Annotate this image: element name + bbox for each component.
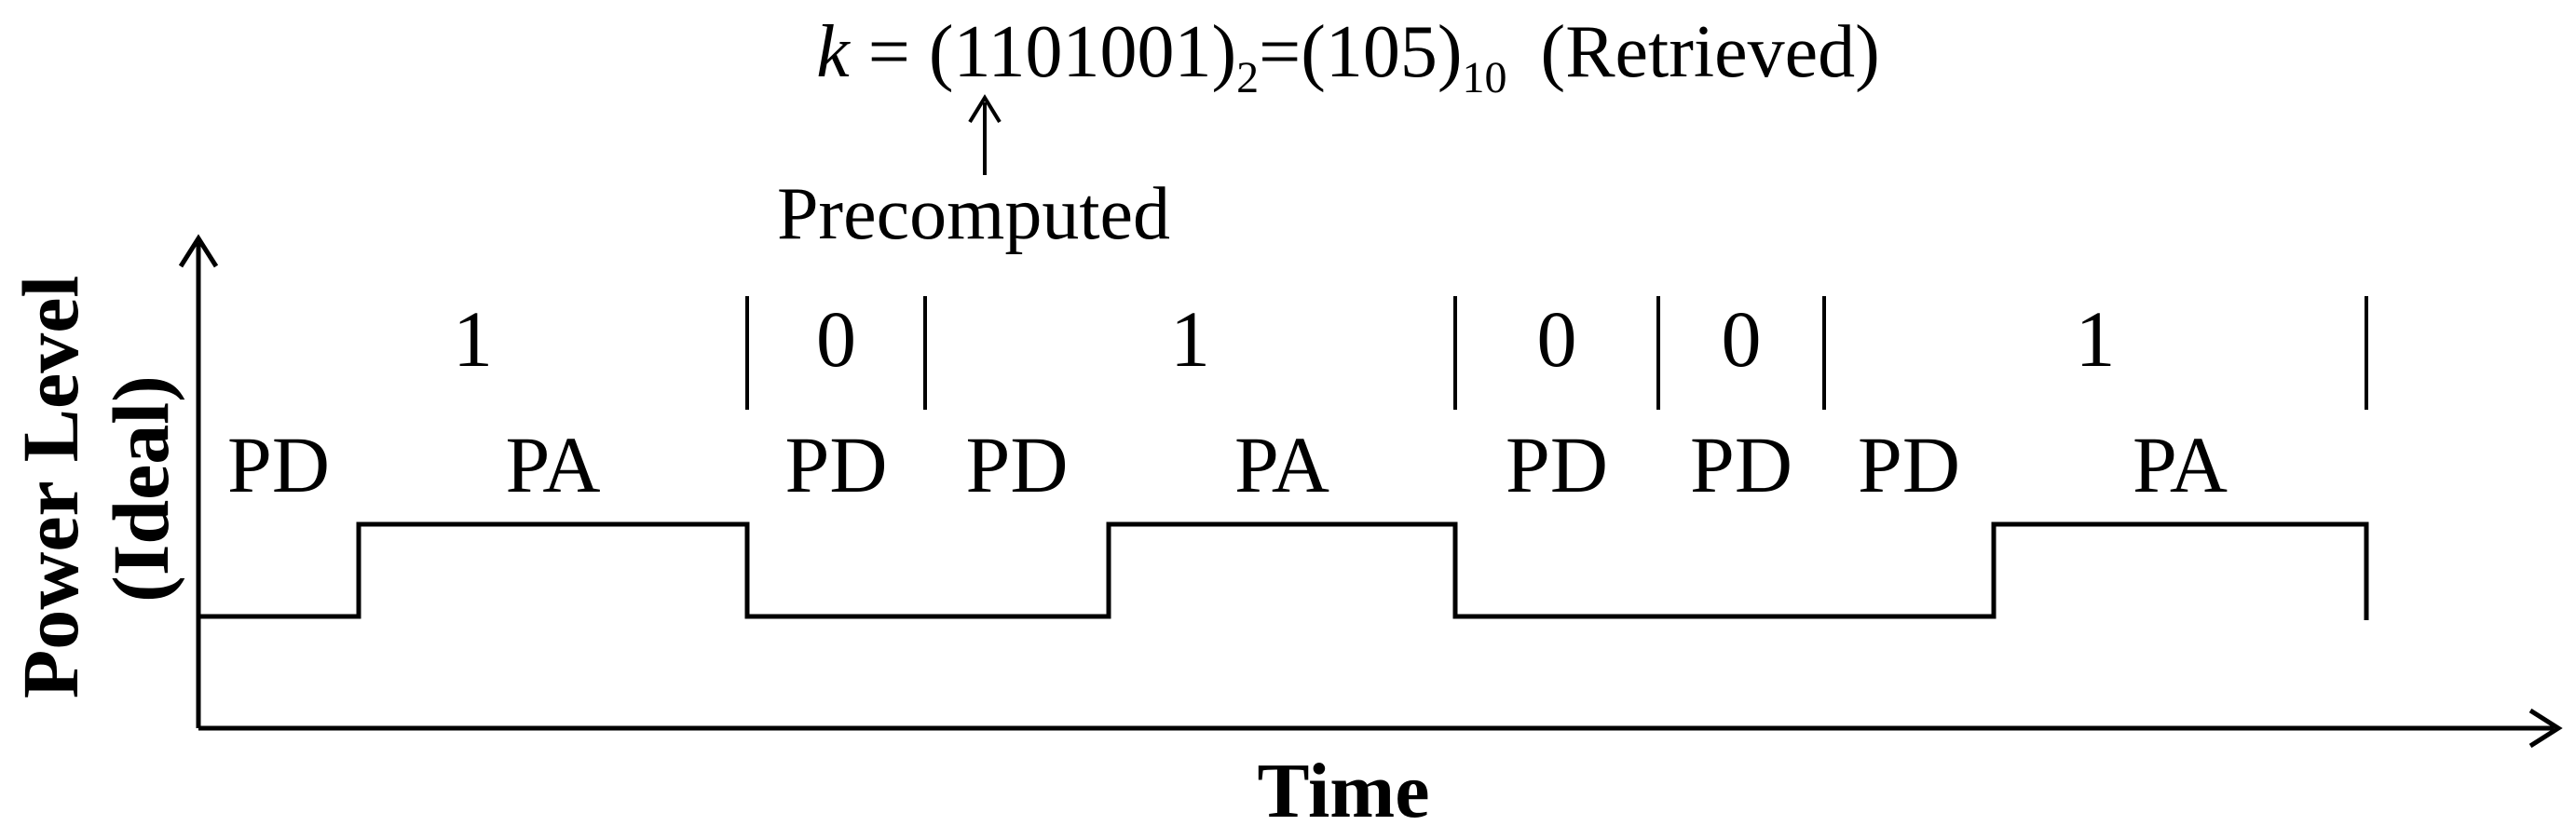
bit-value-label: 1 bbox=[453, 294, 493, 384]
precomputed-label: Precomputed bbox=[777, 173, 1170, 255]
axes: Power Level (Ideal) Time bbox=[6, 234, 2563, 834]
op-label-pd: PD bbox=[785, 420, 888, 509]
decimal-base-subscript: 10 bbox=[1463, 53, 1507, 102]
key-binary-expression: = (1101001) bbox=[850, 11, 1236, 93]
bit-value-label: 0 bbox=[816, 294, 856, 384]
op-label-pd: PD bbox=[227, 420, 330, 509]
key-variable: k bbox=[816, 11, 851, 93]
bit-value-label: 1 bbox=[2076, 294, 2116, 384]
op-label-pa: PA bbox=[1234, 420, 1329, 509]
op-label-pd: PD bbox=[1690, 420, 1792, 509]
y-axis-arrowhead-icon bbox=[178, 234, 219, 268]
op-label-pa: PA bbox=[2133, 420, 2228, 509]
figure-title: k = (1101001)2=(105)10 (Retrieved) bbox=[816, 11, 1880, 102]
up-arrow-head-icon bbox=[968, 94, 1002, 124]
bit-value-label: 1 bbox=[1170, 294, 1210, 384]
key-decimal-expression: =(105) bbox=[1259, 11, 1462, 93]
bit-value-label: 0 bbox=[1537, 294, 1577, 384]
precomputed-annotation: Precomputed bbox=[777, 94, 1170, 255]
bit-separator-ticks bbox=[745, 296, 2368, 410]
op-label-pa: PA bbox=[505, 420, 600, 509]
x-axis-label: Time bbox=[1257, 748, 1429, 834]
y-axis-label-line2: (Ideal) bbox=[96, 375, 185, 602]
op-label-pd: PD bbox=[1858, 420, 1960, 509]
op-label-pd: PD bbox=[1506, 420, 1608, 509]
binary-base-subscript: 2 bbox=[1236, 53, 1259, 102]
bit-value-label: 0 bbox=[1722, 294, 1762, 384]
operation-labels: PD PA PD PD PA PD PD PD PA bbox=[227, 420, 2228, 509]
y-axis-label-line1: Power Level bbox=[6, 276, 95, 699]
power-waveform bbox=[198, 521, 2369, 620]
bit-labels: 1 0 1 0 0 1 bbox=[453, 294, 2116, 384]
x-axis-arrowhead-icon bbox=[2528, 708, 2563, 749]
waveform bbox=[198, 521, 2369, 620]
op-label-pd: PD bbox=[966, 420, 1069, 509]
retrieved-note: (Retrieved) bbox=[1541, 11, 1880, 93]
